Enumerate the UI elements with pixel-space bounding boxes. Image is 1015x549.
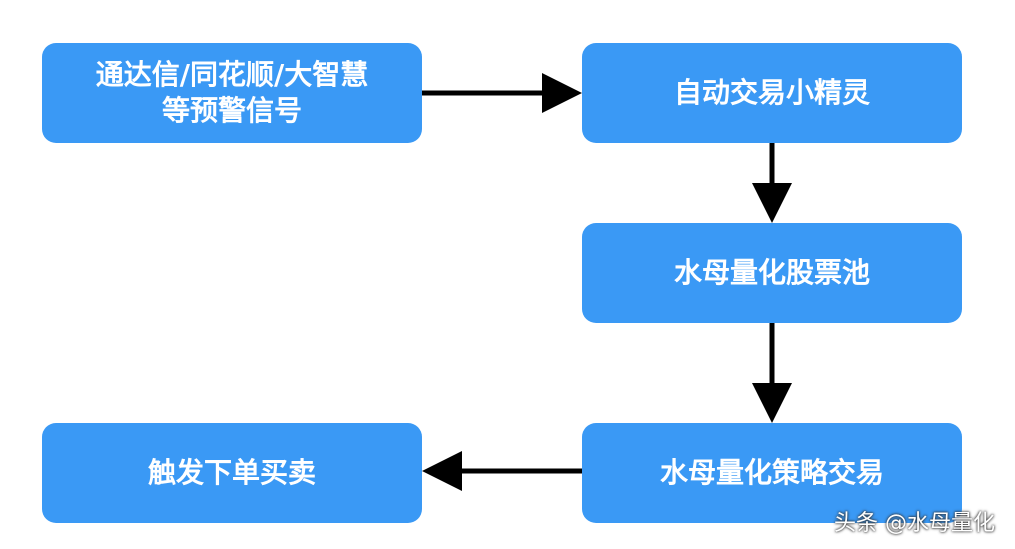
node-stock-pool-label: 水母量化股票池 [673, 256, 870, 289]
node-strategy-trading: 水母量化策略交易 [582, 423, 962, 523]
node-trigger-order: 触发下单买卖 [42, 423, 422, 523]
node-warning-signals-label: 通达信/同花顺/大智慧 等预警信号 [95, 58, 369, 127]
node-stock-pool: 水母量化股票池 [582, 223, 962, 323]
node-auto-trade-elf-label: 自动交易小精灵 [673, 76, 870, 109]
node-strategy-trading-label: 水母量化策略交易 [659, 456, 884, 489]
node-trigger-order-label: 触发下单买卖 [147, 456, 316, 489]
watermark: 头条 @水母量化 [834, 511, 995, 536]
node-warning-signals: 通达信/同花顺/大智慧 等预警信号 [42, 43, 422, 143]
node-auto-trade-elf: 自动交易小精灵 [582, 43, 962, 143]
